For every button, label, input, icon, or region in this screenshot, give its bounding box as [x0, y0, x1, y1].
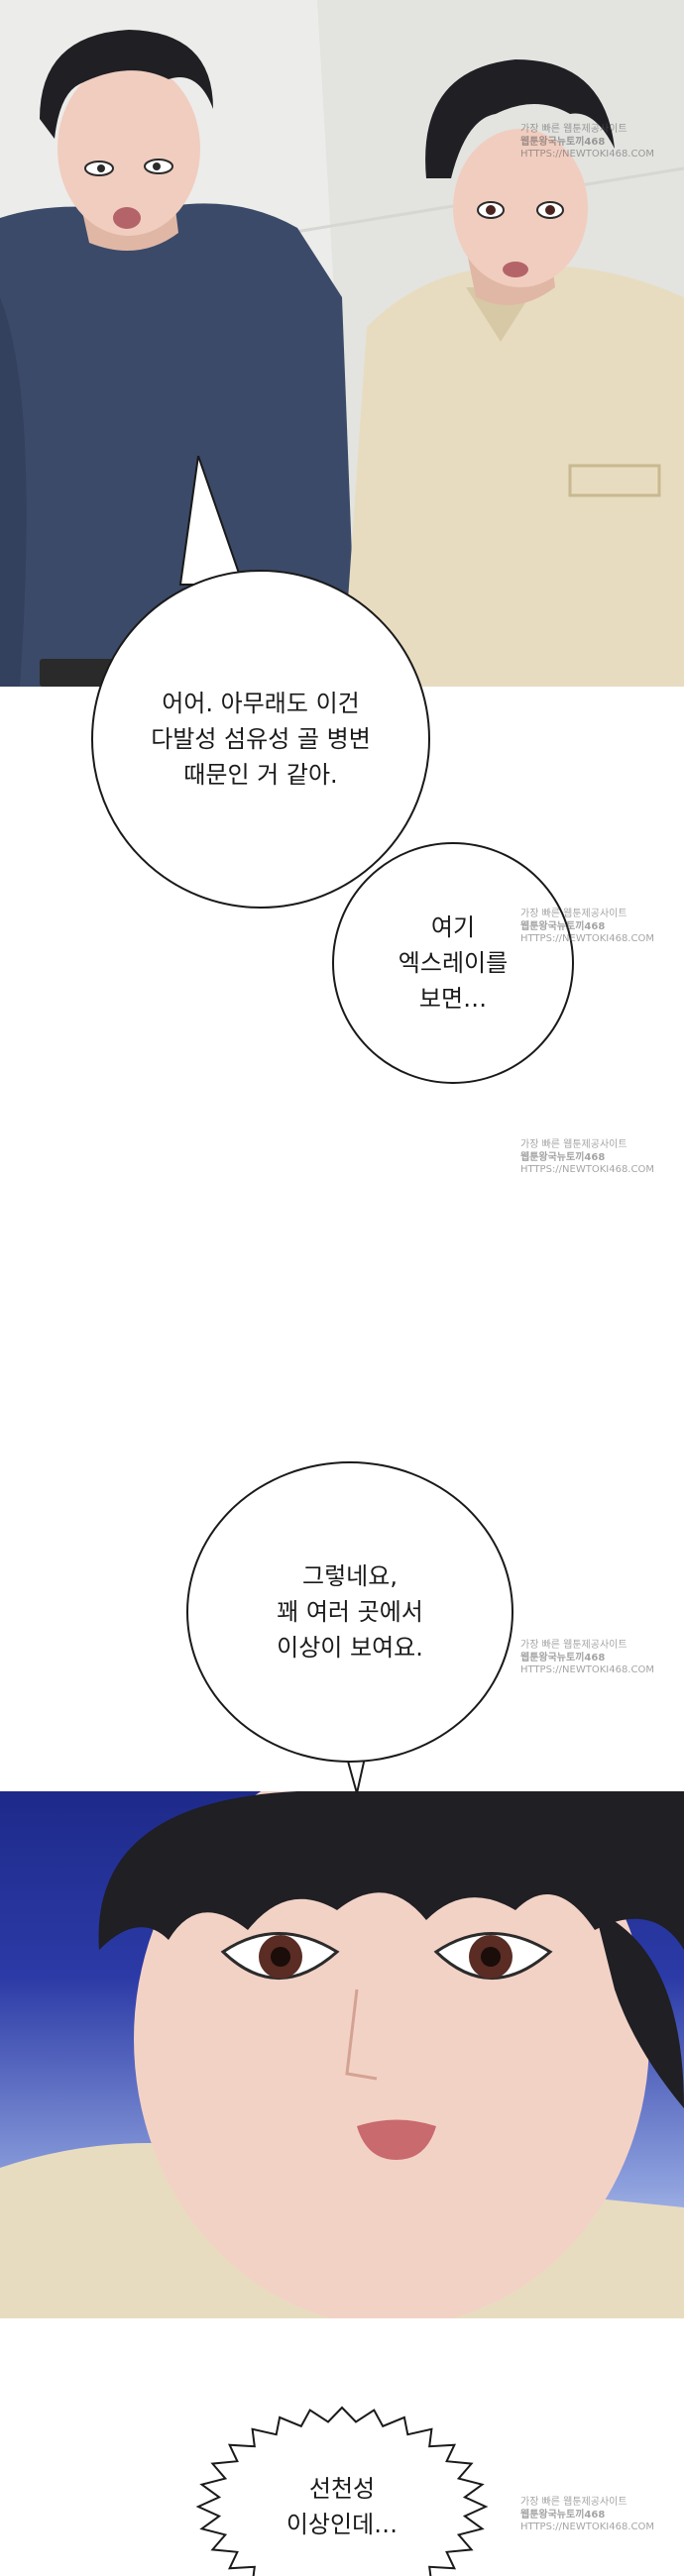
spiky-bubble-4-text: 선천성 이상인데… — [285, 2475, 399, 2538]
watermark-1-line-2: 웹툰왕국뉴토끼468 — [520, 136, 606, 148]
watermark-1-line-3: HTTPS://NEWTOKI468.COM — [520, 149, 654, 160]
watermark-1-line-1: 가장 빠른 웹툰제공사이트 — [520, 124, 627, 135]
sweater-man-hair — [40, 30, 213, 139]
speech-bubble-1-text: 어어. 아무래도 이건 다발성 섬유성 골 병변 때문인 거 같아. — [151, 690, 371, 789]
comic-panel-1 — [0, 0, 684, 687]
watermark-3-line-1: 가장 빠른 웹툰제공사이트 — [520, 1139, 627, 1150]
watermark-3-line-2: 웹툰왕국뉴토끼468 — [520, 1151, 606, 1163]
watermark-4-line-1: 가장 빠른 웹툰제공사이트 — [520, 1640, 627, 1651]
watermark-5: 가장 빠른 웹툰제공사이트 웹툰왕국뉴토끼468 HTTPS://NEWTOKI… — [520, 2497, 654, 2534]
sweater-man-face — [57, 61, 200, 236]
panel-2-art — [0, 1791, 684, 2318]
speech-bubble-3-text: 그렇네요, 꽤 여러 곳에서 이상이 보여요. — [277, 1562, 423, 1662]
speech-bubble-2-text: 여기 엑스레이를 보면… — [398, 913, 509, 1013]
watermark-2: 가장 빠른 웹툰제공사이트 웹툰왕국뉴토끼468 HTTPS://NEWTOKI… — [520, 909, 654, 946]
watermark-5-line-2: 웹툰왕국뉴토끼468 — [520, 2509, 606, 2521]
spiky-bubble-4: 선천성 이상인데… — [228, 2437, 456, 2576]
sweater-man-mouth — [113, 207, 141, 229]
closeup-mouth — [357, 2119, 436, 2160]
watermark-1: 가장 빠른 웹툰제공사이트 웹툰왕국뉴토끼468 HTTPS://NEWTOKI… — [520, 124, 654, 161]
watermark-2-line-2: 웹툰왕국뉴토끼468 — [520, 920, 606, 932]
navy-sweater — [0, 203, 357, 687]
speech-bubble-2: 여기 엑스레이를 보면… — [332, 842, 574, 1084]
speech-bubble-1: 어어. 아무래도 이건 다발성 섬유성 골 병변 때문인 거 같아. — [91, 570, 430, 909]
watermark-5-line-3: HTTPS://NEWTOKI468.COM — [520, 2522, 654, 2532]
watermark-3: 가장 빠른 웹툰제공사이트 웹툰왕국뉴토끼468 HTTPS://NEWTOKI… — [520, 1139, 654, 1177]
watermark-2-line-1: 가장 빠른 웹툰제공사이트 — [520, 909, 627, 919]
beige-shirt — [342, 266, 684, 687]
watermark-5-line-1: 가장 빠른 웹툰제공사이트 — [520, 2497, 627, 2508]
watermark-3-line-3: HTTPS://NEWTOKI468.COM — [520, 1164, 654, 1175]
speech-bubble-3: 그렇네요, 꽤 여러 곳에서 이상이 보여요. — [186, 1461, 513, 1763]
shirt-man-hair — [425, 59, 615, 178]
shirt-man-face — [453, 129, 588, 287]
spiky-bubble-4-shape — [195, 2406, 489, 2576]
closeup-face — [134, 1791, 649, 2318]
watermark-4: 가장 빠른 웹툰제공사이트 웹툰왕국뉴토끼468 HTTPS://NEWTOKI… — [520, 1640, 654, 1677]
comic-panel-2 — [0, 1791, 684, 2318]
watermark-4-line-2: 웹툰왕국뉴토끼468 — [520, 1652, 606, 1664]
watermark-2-line-3: HTTPS://NEWTOKI468.COM — [520, 933, 654, 944]
closeup-hair — [98, 1791, 684, 1950]
shirt-man-mouth — [503, 262, 528, 277]
watermark-4-line-3: HTTPS://NEWTOKI468.COM — [520, 1664, 654, 1675]
panel-1-art — [0, 0, 684, 687]
